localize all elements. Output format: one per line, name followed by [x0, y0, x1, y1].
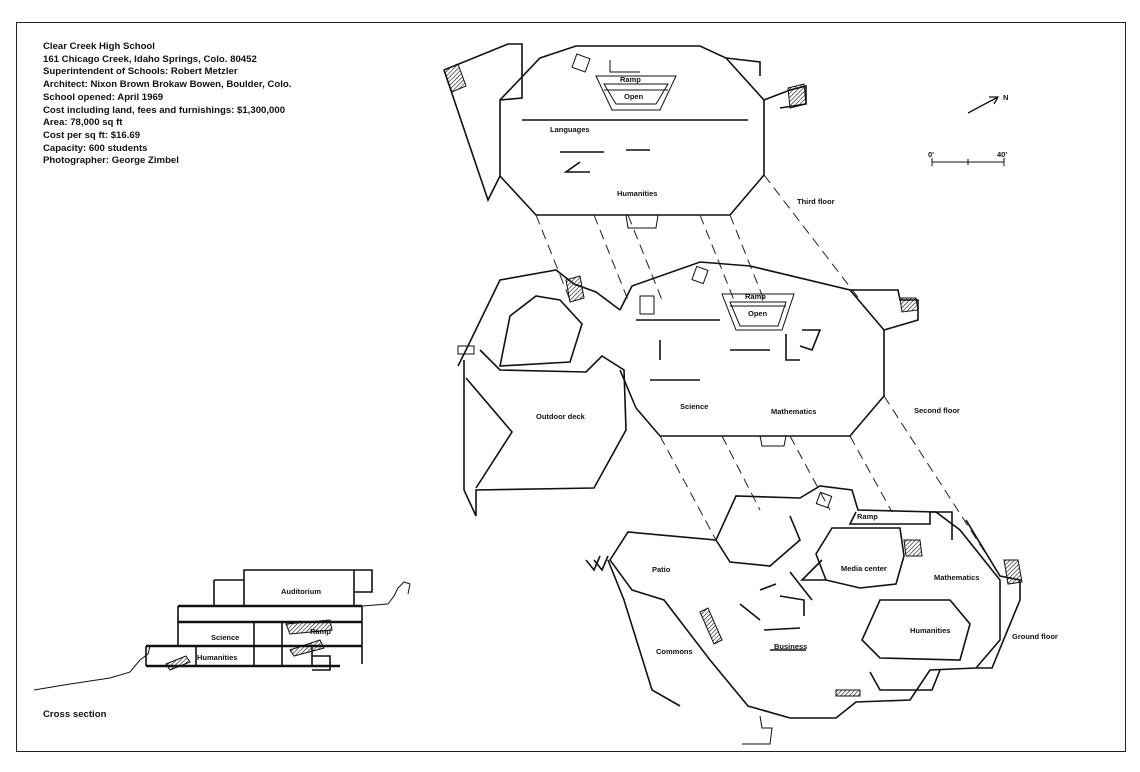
- info-area: Area: 78,000 sq ft: [43, 117, 123, 129]
- info-photographer: Photographer: George Zimbel: [43, 155, 179, 167]
- second-floor-science-label: Science: [680, 402, 708, 411]
- section-humanities-label: Humanities: [197, 653, 237, 662]
- third-floor-humanities-label: Humanities: [617, 189, 657, 198]
- ground-floor-title: Ground floor: [1012, 632, 1058, 641]
- second-floor-open-label: Open: [748, 309, 768, 318]
- info-architect: Architect: Nixon Brown Brokaw Bowen, Bou…: [43, 79, 292, 91]
- section-ramp-label: Ramp: [310, 627, 331, 636]
- ground-floor-ramp-label: Ramp: [857, 512, 878, 521]
- second-floor-plan: [457, 261, 919, 517]
- info-opened: School opened: April 1969: [43, 91, 164, 103]
- ground-floor-humanities-label: Humanities: [910, 626, 950, 635]
- ground-floor-mathematics-label: Mathematics: [934, 573, 979, 582]
- third-floor-languages-label: Languages: [550, 125, 590, 134]
- north-arrow-icon: [967, 96, 1000, 114]
- third-floor-ramp-label: Ramp: [620, 75, 641, 84]
- ground-floor-patio-label: Patio: [652, 565, 671, 574]
- third-floor-title: Third floor: [797, 197, 835, 206]
- section-auditorium-label: Auditorium: [281, 587, 321, 596]
- info-capacity: Capacity: 600 students: [43, 142, 148, 154]
- cross-section-drawing: [33, 569, 411, 691]
- info-superintendent: Superintendent of Schools: Robert Metzle…: [43, 66, 238, 78]
- ground-floor-business-label: Business: [774, 642, 807, 651]
- floor-alignment-lines-lower: [659, 395, 991, 561]
- scale-bar: [931, 158, 1005, 166]
- ground-floor-commons-label: Commons: [656, 647, 693, 656]
- project-info-block: Clear Creek High School 161 Chicago Cree…: [43, 41, 291, 168]
- second-floor-mathematics-label: Mathematics: [771, 407, 816, 416]
- scale-end: 40': [997, 150, 1007, 159]
- scale-start: 0': [928, 150, 934, 159]
- info-cost: Cost including land, fees and furnishing…: [43, 104, 286, 116]
- info-address: 161 Chicago Creek, Idaho Springs, Colo. …: [43, 53, 257, 65]
- ground-floor-media-center-label: Media center: [841, 564, 887, 573]
- section-science-label: Science: [211, 633, 239, 642]
- second-floor-ramp-label: Ramp: [745, 292, 766, 301]
- info-cost-per-sqft: Cost per sq ft: $16.69: [43, 129, 141, 141]
- floor-alignment-lines-upper: [535, 174, 861, 301]
- ground-floor-plan: [585, 485, 1023, 745]
- third-floor-plan: [443, 43, 807, 229]
- cross-section-title: Cross section: [43, 709, 107, 720]
- second-floor-title: Second floor: [914, 406, 960, 415]
- info-school-name: Clear Creek High School: [43, 41, 155, 52]
- second-floor-outdoor-deck-label: Outdoor deck: [536, 412, 586, 421]
- third-floor-open-label: Open: [624, 92, 644, 101]
- north-label: N: [1003, 93, 1008, 102]
- drawing-frame: [16, 22, 1126, 752]
